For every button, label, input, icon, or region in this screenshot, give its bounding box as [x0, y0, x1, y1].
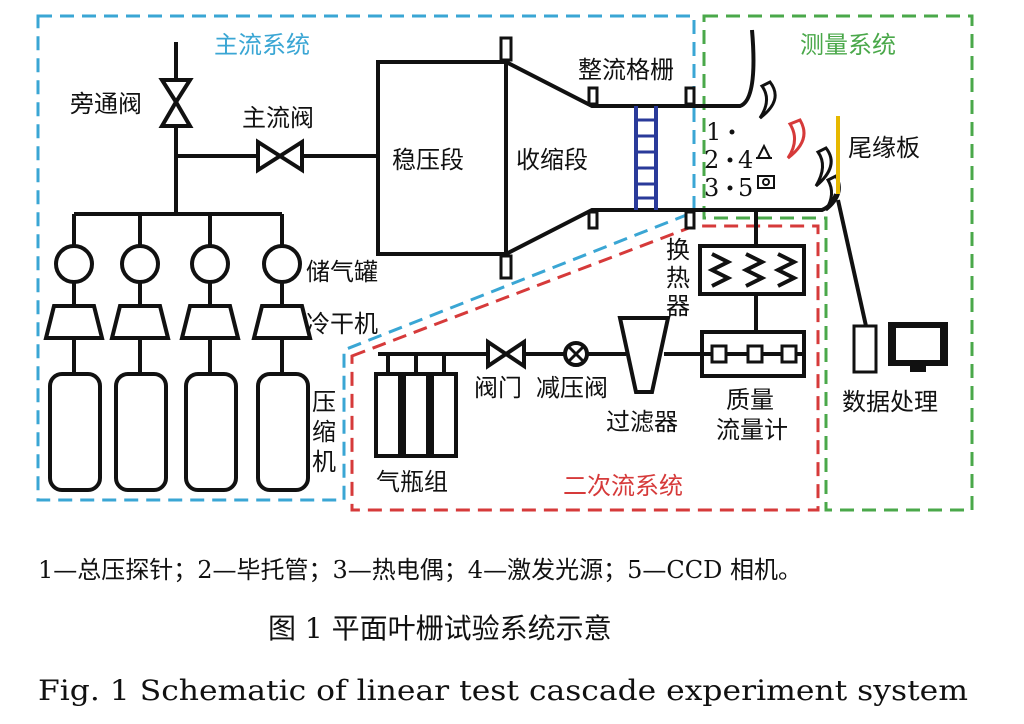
trailing-plate-label: 尾缘板 — [848, 134, 920, 162]
pressure-tap — [684, 210, 696, 230]
valve-label: 阀门 — [474, 374, 522, 402]
caption-title-cn: 图 1 平面叶栅试验系统示意 — [268, 612, 612, 645]
valve-icon — [486, 338, 526, 370]
branch-1 — [43, 214, 105, 492]
main-valve-icon — [256, 138, 304, 174]
settling-contraction-top — [376, 29, 756, 156]
bypass-valve-icon — [158, 78, 194, 128]
tank-icon — [54, 244, 94, 284]
data-processing-label: 数据处理 — [842, 388, 938, 416]
measure-system-label: 测量系统 — [800, 31, 896, 59]
tank-icon — [190, 244, 230, 284]
main-system-boundary — [36, 14, 696, 502]
blade-icon — [786, 118, 806, 160]
dryer-icon — [179, 304, 241, 340]
measure-system-boundary — [702, 14, 974, 512]
mass-flow-label-2: 流量计 — [716, 416, 788, 444]
probe-label-2: 2 — [704, 146, 719, 174]
dryer-label: 冷干机 — [306, 310, 378, 338]
straightener-label: 整流格栅 — [578, 56, 674, 84]
settling-label: 稳压段 — [392, 146, 464, 174]
heat-exchanger-label-1: 换 — [666, 236, 690, 264]
cascade-blades — [700, 80, 841, 212]
camera-icon — [757, 175, 775, 189]
dryer-icon — [109, 304, 171, 340]
heat-exchanger-label-3: 器 — [666, 292, 690, 320]
dryer-icon — [43, 304, 105, 340]
mass-flow-meter-icon — [700, 330, 806, 378]
probe-label-3: 3 — [704, 174, 719, 202]
pressure-tap — [499, 36, 513, 62]
data-cable — [836, 199, 868, 327]
heat-exchanger-label-2: 热 — [666, 264, 690, 292]
heat-exchanger-icon — [698, 244, 806, 296]
branch-2 — [109, 214, 171, 492]
tank-icon — [120, 244, 160, 284]
filter-icon — [617, 316, 671, 394]
blade-icon — [758, 80, 777, 120]
probe-label-5: 5 — [738, 174, 753, 202]
cylinders-label: 气瓶组 — [376, 468, 448, 496]
pressure-tap — [499, 254, 513, 280]
compressor-label-1: 压 — [312, 388, 336, 416]
secondary-system-boundary — [350, 224, 820, 512]
compressor-label-2: 缩 — [312, 418, 336, 446]
tank-icon — [262, 244, 302, 284]
caption-title-en: Fig. 1 Schematic of linear test cascade … — [38, 674, 968, 707]
filter-label: 过滤器 — [606, 408, 678, 436]
branch-4 — [251, 214, 313, 492]
compressor-label-3: 机 — [312, 448, 336, 476]
caption-legend: 1—总压探针；2—毕托管；3—热电偶；4—激发光源；5—CCD 相机。 — [38, 556, 802, 584]
compressor-icon — [184, 372, 238, 492]
monitor-icon — [888, 322, 948, 372]
compressor-train — [43, 214, 313, 492]
pressure-reducer-label: 减压阀 — [536, 374, 608, 402]
straightener-grid-icon — [634, 106, 658, 210]
bypass-valve-label: 旁通阀 — [70, 90, 142, 118]
branch-3 — [179, 214, 241, 492]
main-system-label: 主流系统 — [214, 31, 310, 59]
tank-label: 储气罐 — [306, 258, 378, 286]
pressure-tap — [587, 210, 599, 230]
pressure-tap — [684, 86, 696, 106]
secondary-system-label: 二次流系统 — [563, 472, 683, 500]
gas-cylinders-icon — [374, 354, 458, 458]
probe-label-1: 1 — [706, 118, 721, 146]
mass-flow-label-1: 质量 — [726, 386, 774, 414]
compressor-icon — [256, 372, 310, 492]
pressure-reducer-icon — [563, 341, 589, 367]
dryer-icon — [251, 304, 313, 340]
compressor-icon — [48, 372, 102, 492]
main-valve-label: 主流阀 — [242, 104, 314, 132]
compressor-icon — [114, 372, 168, 492]
contraction-label: 收缩段 — [516, 146, 588, 174]
pressure-tap — [587, 86, 599, 106]
blade-icon — [814, 146, 833, 188]
light-source-icon — [756, 143, 772, 159]
probe-label-4: 4 — [738, 146, 753, 174]
pc-tower-icon — [852, 324, 878, 374]
